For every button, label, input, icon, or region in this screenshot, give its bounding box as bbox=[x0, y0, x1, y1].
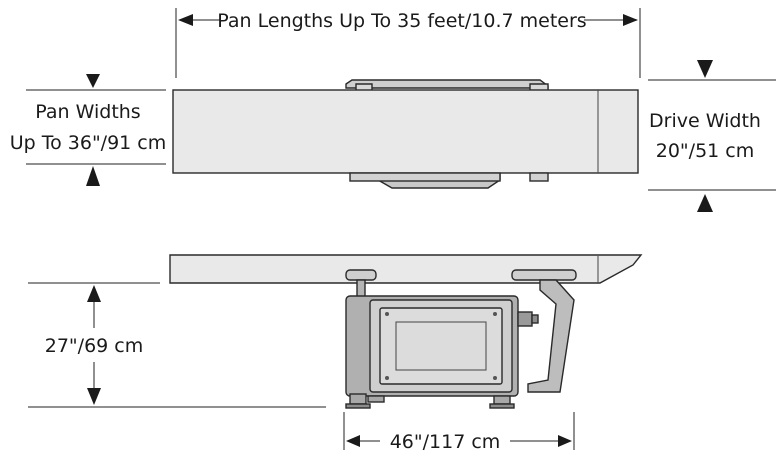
pan-width-arrow-bottom bbox=[86, 166, 100, 186]
bolt-icon bbox=[385, 312, 389, 316]
height-arrow-bottom bbox=[87, 388, 101, 405]
drive-width-arrow-top bbox=[697, 60, 713, 78]
drive-width-arrow-bottom bbox=[697, 194, 713, 212]
base-width-arrow-right bbox=[558, 435, 572, 447]
pan-length-arrow-right bbox=[623, 14, 638, 26]
drive-lower-plate bbox=[349, 172, 501, 182]
drive-connector bbox=[517, 311, 533, 327]
drive-panel-inset bbox=[395, 321, 487, 371]
bolt-icon bbox=[385, 376, 389, 380]
foot-left bbox=[349, 393, 367, 405]
foot-right-base bbox=[489, 403, 515, 409]
height-arrow-top bbox=[87, 285, 101, 302]
foot-left-inner bbox=[367, 395, 385, 403]
drive-housing-top-upper bbox=[345, 79, 549, 89]
drive-width-label-line1: Drive Width bbox=[649, 110, 761, 132]
drive-bracket-arm bbox=[527, 279, 575, 393]
pan-top-view bbox=[172, 89, 639, 174]
pan-length-arrow-left bbox=[178, 14, 193, 26]
pan-width-arrow-top bbox=[86, 74, 100, 88]
base-width-label: 46"/117 cm bbox=[390, 431, 501, 453]
drive-width-label-line2: 20"/51 cm bbox=[656, 140, 755, 162]
pan-mount-pad-left bbox=[345, 269, 377, 281]
bolt-icon bbox=[493, 312, 497, 316]
side-view: 27"/69 cm 46"/117 cm bbox=[28, 254, 643, 453]
pan-length-label: Pan Lengths Up To 35 feet/10.7 meters bbox=[217, 10, 586, 32]
base-width-arrow-left bbox=[346, 435, 360, 447]
pan-mount-pad-right bbox=[511, 269, 577, 281]
drive-lower-bracket bbox=[529, 172, 549, 182]
bolt-icon bbox=[493, 376, 497, 380]
drive-panel bbox=[379, 307, 503, 385]
pan-width-label-line2: Up To 36"/91 cm bbox=[10, 132, 167, 154]
height-label: 27"/69 cm bbox=[45, 335, 144, 357]
foot-right bbox=[493, 395, 511, 405]
foot-left-base bbox=[345, 403, 371, 409]
top-view: Pan Lengths Up To 35 feet/10.7 meters Pa… bbox=[10, 8, 776, 212]
drive-connector-tip bbox=[531, 314, 539, 324]
pan-width-label-line1: Pan Widths bbox=[35, 101, 140, 123]
